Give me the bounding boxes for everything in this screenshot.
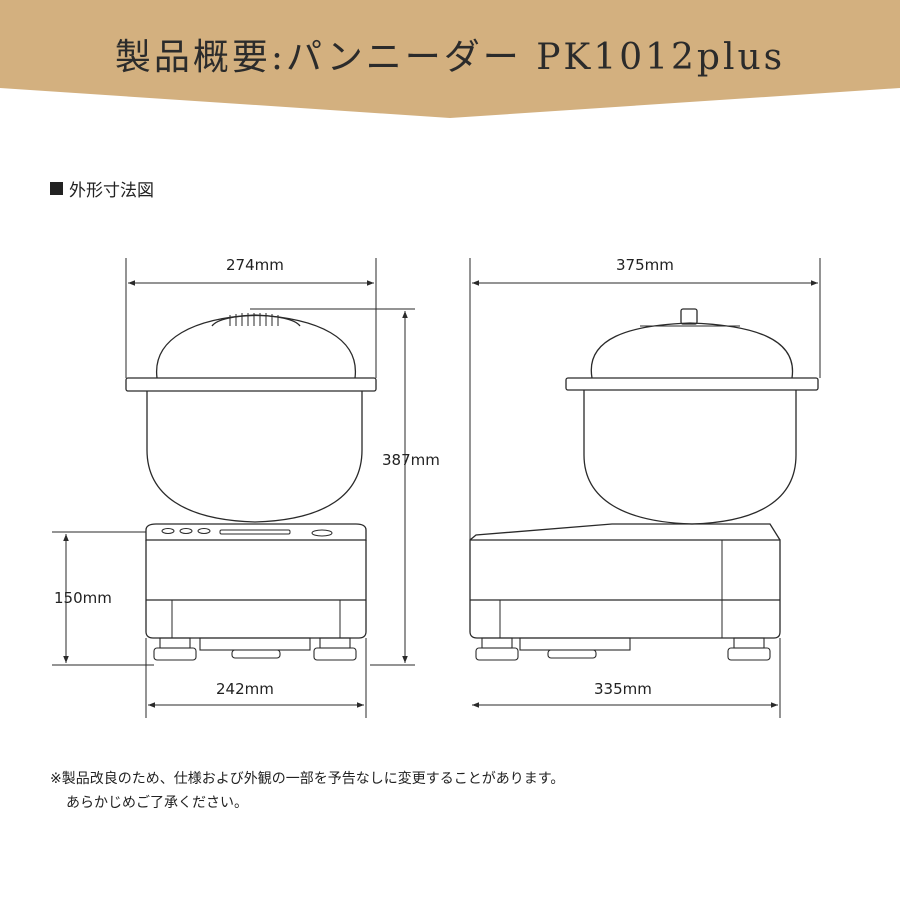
banner-shape [0, 0, 900, 118]
section-heading: 外形寸法図 [50, 176, 154, 201]
front-base-body [145, 540, 367, 639]
front-bowl [146, 391, 363, 523]
dim-side-width: 375mm [616, 256, 674, 274]
side-base-body [469, 539, 781, 639]
front-control-panel [145, 523, 367, 541]
front-view [125, 313, 377, 661]
front-lid-knob [211, 314, 301, 327]
side-base-top [469, 523, 781, 541]
side-view [469, 308, 819, 661]
dim-base-height: 150mm [54, 589, 112, 607]
dim-side-base-width: 335mm [594, 680, 652, 698]
title-banner [0, 0, 900, 118]
dim-total-height: 387mm [382, 451, 440, 469]
front-lid-knob-ribs [229, 313, 279, 326]
section-heading-label: 外形寸法図 [69, 181, 154, 201]
dim-front-width: 274mm [226, 256, 284, 274]
side-feet [475, 637, 771, 661]
front-feet [153, 637, 357, 661]
page-title: 製品概要:パンニーダー PK1012plus [114, 37, 786, 78]
dim-front-base-width: 242mm [216, 680, 274, 698]
note-line-1: ※製品改良のため、仕様および外観の一部を予告なしに変更することがあります。 [50, 771, 565, 787]
side-lid-knob [680, 308, 698, 325]
dimension-lines [52, 258, 821, 718]
side-lid [590, 322, 794, 379]
side-rim [565, 377, 819, 391]
side-bowl [583, 390, 797, 525]
front-lid [156, 314, 356, 379]
note-line-2: あらかじめご了承ください。 [66, 795, 248, 811]
front-buttons [161, 528, 333, 537]
front-rim [125, 377, 377, 392]
square-bullet-icon [50, 182, 63, 195]
disclaimer-note: ※製品改良のため、仕様および外観の一部を予告なしに変更することがあります。 あら… [50, 767, 564, 815]
